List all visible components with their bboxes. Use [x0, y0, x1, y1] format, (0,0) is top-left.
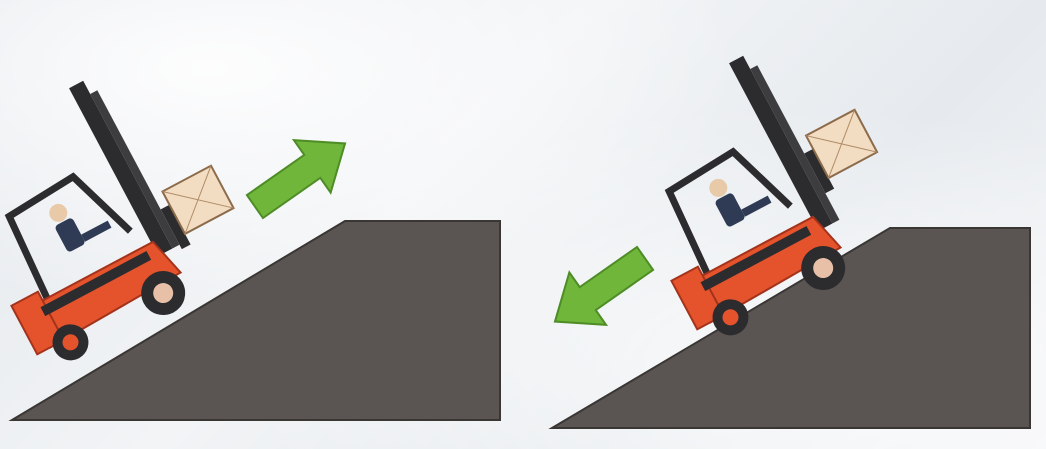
green-arrow-up-right-icon	[237, 117, 364, 233]
green-arrow-down-left-icon	[537, 232, 664, 348]
driver	[705, 161, 772, 228]
panel-right-svg	[520, 0, 1046, 449]
panel-driving-uphill	[0, 0, 520, 449]
driver	[45, 186, 112, 253]
panel-driving-downhill	[520, 0, 1046, 449]
panel-left-svg	[0, 0, 520, 449]
